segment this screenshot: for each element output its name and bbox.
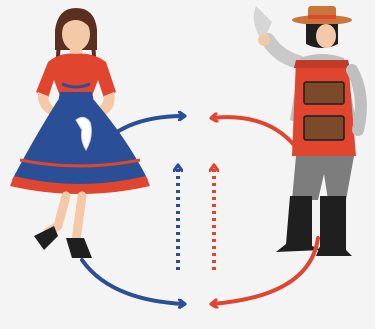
red-curved-arrow-top [212,117,298,150]
blue-curved-arrow-top [114,116,184,134]
blue-curved-arrow-bottom [82,260,184,304]
cueca-woman-dancer-icon [10,8,150,258]
huaso-man-dancer-icon [254,6,361,256]
